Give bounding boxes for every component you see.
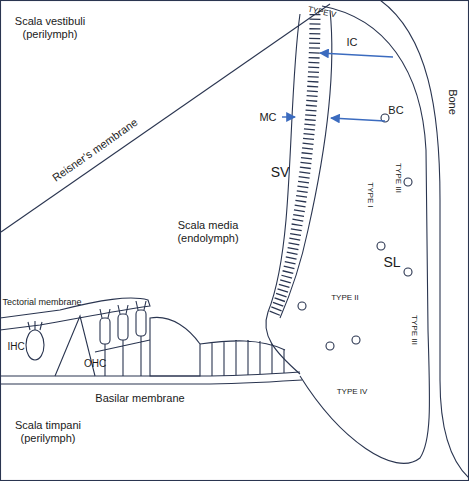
cell-label: BC bbox=[388, 104, 403, 117]
cell-type-label: TYPE III bbox=[409, 315, 418, 345]
cell-type-label: TYPE III bbox=[393, 163, 402, 193]
stereocilia bbox=[28, 321, 42, 330]
spiral-prominence bbox=[266, 312, 300, 374]
hensen-cells bbox=[150, 317, 200, 376]
region-label: Scala timpani (perilymph) bbox=[0, 419, 98, 444]
membrane-label: Reisner's membrane bbox=[50, 116, 140, 184]
vessel bbox=[377, 242, 385, 250]
outer-hair-cell bbox=[136, 310, 146, 336]
mc-arrow bbox=[282, 116, 295, 117]
bone-boundary bbox=[380, 0, 469, 478]
region-label: Scala vestibuli (perilymph) bbox=[0, 15, 100, 40]
membrane-label: Basilar membrane bbox=[95, 392, 184, 405]
spiral-ligament-outline bbox=[300, 6, 430, 463]
supporting-cells bbox=[95, 336, 150, 376]
cell-type-label: TYPE II bbox=[331, 293, 359, 302]
region-label: Scala media (endolymph) bbox=[163, 219, 253, 244]
cell-type-label: TYPE IV bbox=[337, 387, 368, 396]
structure-label: SL bbox=[383, 254, 400, 270]
vessel bbox=[404, 178, 412, 186]
reissner-membrane-line bbox=[1, 4, 330, 232]
cell-label: OHC bbox=[84, 358, 106, 370]
vessel bbox=[404, 268, 412, 276]
cell-label: IHC bbox=[7, 341, 24, 353]
cell-label: IC bbox=[347, 36, 358, 49]
cell-type-label: TYPE I bbox=[365, 182, 374, 207]
vessel bbox=[298, 302, 306, 310]
membrane-label: Tectorial membrane bbox=[2, 297, 81, 307]
inner-hair-cell bbox=[26, 330, 44, 360]
stria-inner-edge bbox=[268, 14, 300, 312]
vessel bbox=[326, 342, 334, 350]
outer-hair-cell bbox=[118, 314, 128, 340]
cell-label: MC bbox=[259, 111, 276, 124]
outer-hair-cell bbox=[100, 318, 110, 344]
basilar-membrane-bottom bbox=[0, 380, 302, 384]
stereocilia bbox=[100, 301, 146, 318]
vessel bbox=[352, 336, 360, 344]
claudius-cells bbox=[200, 340, 285, 376]
cell-type-label: TYPE V bbox=[307, 5, 337, 20]
region-label: Bone bbox=[447, 89, 460, 115]
ic-arrow bbox=[320, 53, 393, 57]
bc-arrow bbox=[331, 118, 385, 121]
structure-label: SV bbox=[271, 164, 290, 180]
